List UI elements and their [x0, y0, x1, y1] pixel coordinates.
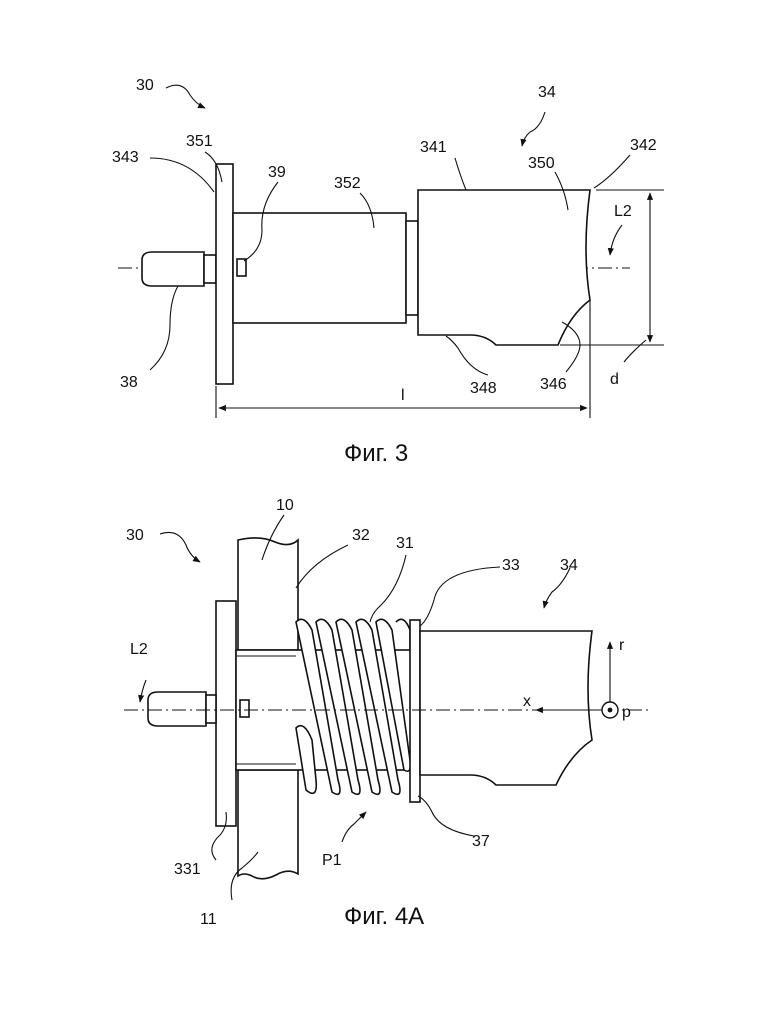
pin-shape: [237, 259, 246, 276]
leader-33: [420, 567, 500, 626]
leader-d: [624, 340, 646, 362]
leader-348: [446, 336, 488, 375]
figure-4a: 30 10 32 31 33 34 L2 x r p 331 11 P1 37 …: [124, 497, 652, 930]
label-upper-wall: 10: [276, 497, 294, 514]
leader-38: [150, 286, 178, 370]
upper-wall-shape: [238, 538, 298, 650]
label-ring: 37: [472, 833, 490, 850]
label-axis: L2: [614, 203, 632, 220]
housing-shape-4a: [420, 631, 592, 785]
caption-fig4a: Фиг. 4A: [344, 903, 424, 930]
leader-34-fig4a: [544, 568, 570, 608]
leader-P1: [342, 812, 366, 842]
leader-32: [296, 545, 348, 588]
label-device-4a: 34: [560, 557, 578, 574]
label-stop-ring: 33: [502, 557, 520, 574]
sleeve-collar-shape: [406, 221, 418, 315]
caption-fig3: Фиг. 3: [344, 440, 408, 467]
label-stub: 38: [120, 374, 138, 391]
stub-shape: [142, 252, 204, 286]
leader-343: [150, 158, 214, 192]
label-sleeve-4a: 32: [352, 527, 370, 544]
stub-step-shape-4a: [206, 695, 216, 723]
label-axis-r: r: [619, 637, 625, 654]
label-flange: 351: [186, 133, 213, 150]
leader-34-fig3: [522, 112, 545, 146]
label-housing: 350: [528, 155, 555, 172]
label-length: l: [401, 387, 405, 404]
housing-shape: [418, 190, 590, 345]
label-end-face: 342: [630, 137, 657, 154]
flange-plate-shape: [216, 164, 233, 384]
label-lower-wall: 11: [200, 911, 217, 928]
label-notch: 346: [540, 376, 567, 393]
leader-L2-fig4a: [140, 680, 146, 702]
label-flange-face: 343: [112, 149, 139, 166]
label-axis-4a: L2: [130, 641, 148, 658]
label-axis-x: x: [523, 693, 531, 710]
label-bottom-edge: 348: [470, 380, 497, 397]
pin-shape-4a: [240, 700, 249, 717]
label-axis-p: p: [622, 704, 631, 721]
label-flange-4a: 331: [174, 861, 201, 878]
axis-p-dot: [608, 708, 613, 713]
figure-3: 30 34 343 351 39 352 341 350 342 L2 38 3…: [112, 77, 664, 467]
spring-coil-end-high: [396, 619, 410, 650]
sleeve-shape: [233, 213, 406, 323]
label-pin: 39: [268, 164, 286, 181]
leader-L2-fig3: [610, 225, 622, 255]
label-assembly-4a: 30: [126, 527, 144, 544]
leader-30-fig3: [166, 85, 205, 108]
label-diameter: d: [610, 371, 619, 388]
label-top-edge: 341: [420, 139, 447, 156]
lower-wall-shape: [238, 770, 298, 879]
leader-37: [418, 796, 474, 836]
leader-341: [455, 158, 466, 190]
label-assembly: 30: [136, 77, 154, 94]
leader-30-fig4a: [160, 532, 200, 562]
spring-coils: [296, 619, 410, 794]
label-device: 34: [538, 84, 556, 101]
flange-plate-shape-4a: [216, 601, 236, 826]
stop-ring-shape: [410, 620, 420, 802]
label-position: P1: [322, 852, 342, 869]
leader-342: [594, 155, 630, 188]
label-spring: 31: [396, 535, 414, 552]
leader-31: [370, 555, 406, 622]
stub-step-shape: [204, 255, 216, 283]
stub-shape-4a: [148, 692, 206, 726]
label-sleeve: 352: [334, 175, 361, 192]
